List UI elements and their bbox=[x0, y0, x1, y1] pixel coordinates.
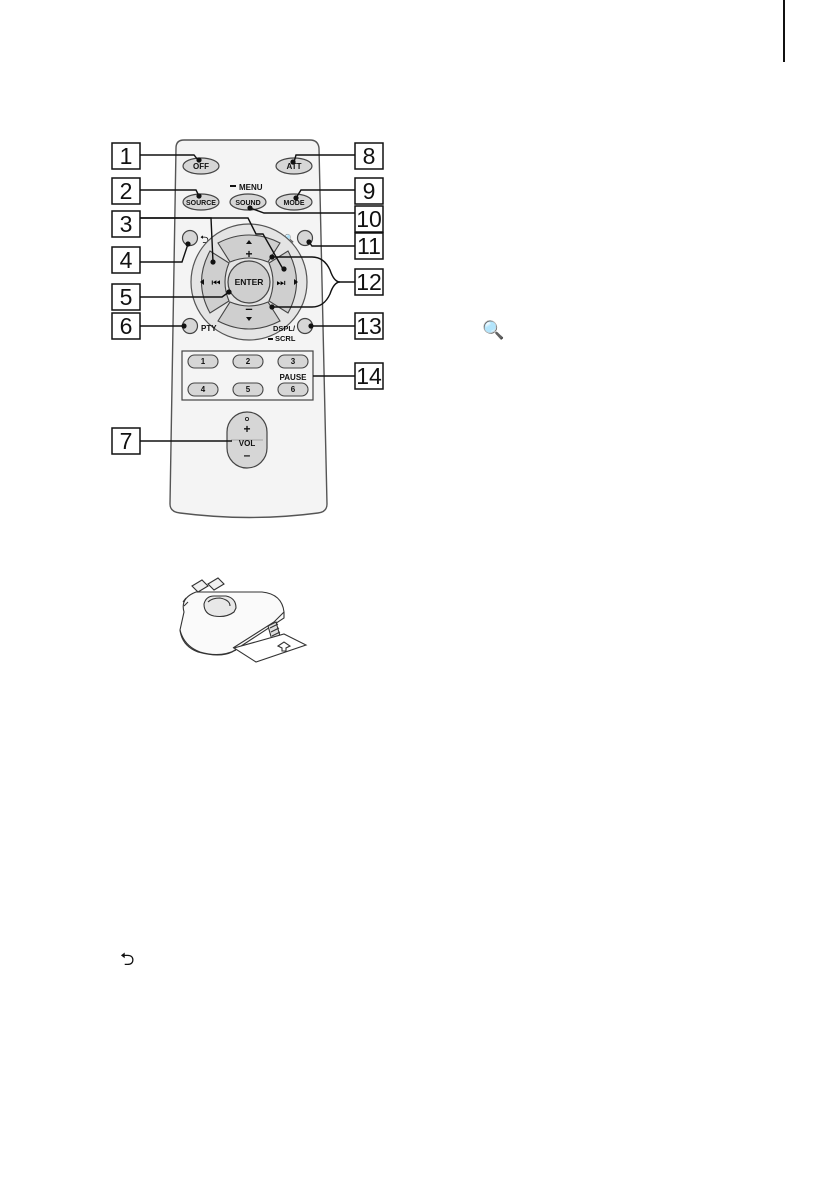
svg-text:11: 11 bbox=[357, 233, 381, 259]
number-4-label: 4 bbox=[201, 385, 206, 394]
menu-label: MENU bbox=[239, 183, 263, 192]
scrl-press-mark bbox=[268, 338, 273, 340]
number-1-button[interactable]: 1 bbox=[188, 355, 218, 368]
scrl-label: SCRL bbox=[275, 334, 296, 343]
menu-press-mark bbox=[230, 185, 236, 187]
number-5-button[interactable]: 5 bbox=[233, 383, 263, 396]
callout-2: 2 bbox=[112, 178, 140, 204]
svg-text:14: 14 bbox=[356, 363, 382, 389]
callout-7: 7 bbox=[112, 428, 140, 454]
mode-label: MODE bbox=[284, 200, 305, 207]
source-label: SOURCE bbox=[186, 200, 216, 207]
number-2-label: 2 bbox=[246, 357, 251, 366]
dspl-label: DSPL/ bbox=[273, 324, 296, 333]
number-4-button[interactable]: 4 bbox=[188, 383, 218, 396]
svg-text:3: 3 bbox=[120, 211, 133, 237]
battery-film-illustration bbox=[180, 578, 306, 662]
prev-track-icon: ⏮ bbox=[212, 278, 221, 289]
off-label: OFF bbox=[193, 162, 209, 171]
plus-label: + bbox=[245, 247, 252, 261]
pty-label: PTY bbox=[201, 324, 217, 333]
svg-text:10: 10 bbox=[356, 206, 382, 232]
next-track-icon: ⏭ bbox=[277, 278, 286, 289]
number-2-button[interactable]: 2 bbox=[233, 355, 263, 368]
number-6-button[interactable]: 6 bbox=[278, 383, 308, 396]
number-3-button[interactable]: 3 bbox=[278, 355, 308, 368]
svg-text:1: 1 bbox=[120, 143, 133, 169]
number-3-label: 3 bbox=[291, 357, 296, 366]
callout-12: 12 bbox=[355, 269, 383, 295]
svg-text:6: 6 bbox=[120, 313, 133, 339]
callout-3: 3 bbox=[112, 211, 140, 237]
callout-5: 5 bbox=[112, 284, 140, 310]
callout-13: 13 bbox=[355, 313, 383, 339]
svg-text:12: 12 bbox=[356, 269, 382, 295]
enter-button[interactable]: ENTER bbox=[228, 261, 270, 303]
callout-10: 10 bbox=[355, 206, 383, 232]
sound-label: SOUND bbox=[235, 200, 260, 207]
svg-text:5: 5 bbox=[120, 284, 133, 310]
callout-11: 11 bbox=[355, 233, 383, 259]
back-icon: ⮌ bbox=[120, 947, 134, 977]
vol-label: VOL bbox=[239, 439, 256, 448]
callout-6: 6 bbox=[112, 313, 140, 339]
vol-minus-label: – bbox=[244, 448, 251, 462]
number-5-label: 5 bbox=[246, 385, 251, 394]
svg-text:9: 9 bbox=[363, 178, 376, 204]
number-6-label: 6 bbox=[291, 385, 296, 394]
svg-text:7: 7 bbox=[120, 428, 133, 454]
callout-9: 9 bbox=[355, 178, 383, 204]
svg-text:13: 13 bbox=[356, 313, 382, 339]
vol-plus-label: + bbox=[243, 422, 250, 436]
callout-4: 4 bbox=[112, 247, 140, 273]
svg-text:2: 2 bbox=[120, 178, 133, 204]
svg-text:4: 4 bbox=[120, 247, 133, 273]
svg-text:8: 8 bbox=[363, 143, 376, 169]
enter-label: ENTER bbox=[235, 277, 264, 287]
callout-8: 8 bbox=[355, 143, 383, 169]
search-icon: 🔍 bbox=[482, 320, 504, 341]
pause-label: PAUSE bbox=[280, 373, 308, 382]
number-1-label: 1 bbox=[201, 357, 206, 366]
callout-14: 14 bbox=[355, 363, 383, 389]
callout-1: 1 bbox=[112, 143, 140, 169]
